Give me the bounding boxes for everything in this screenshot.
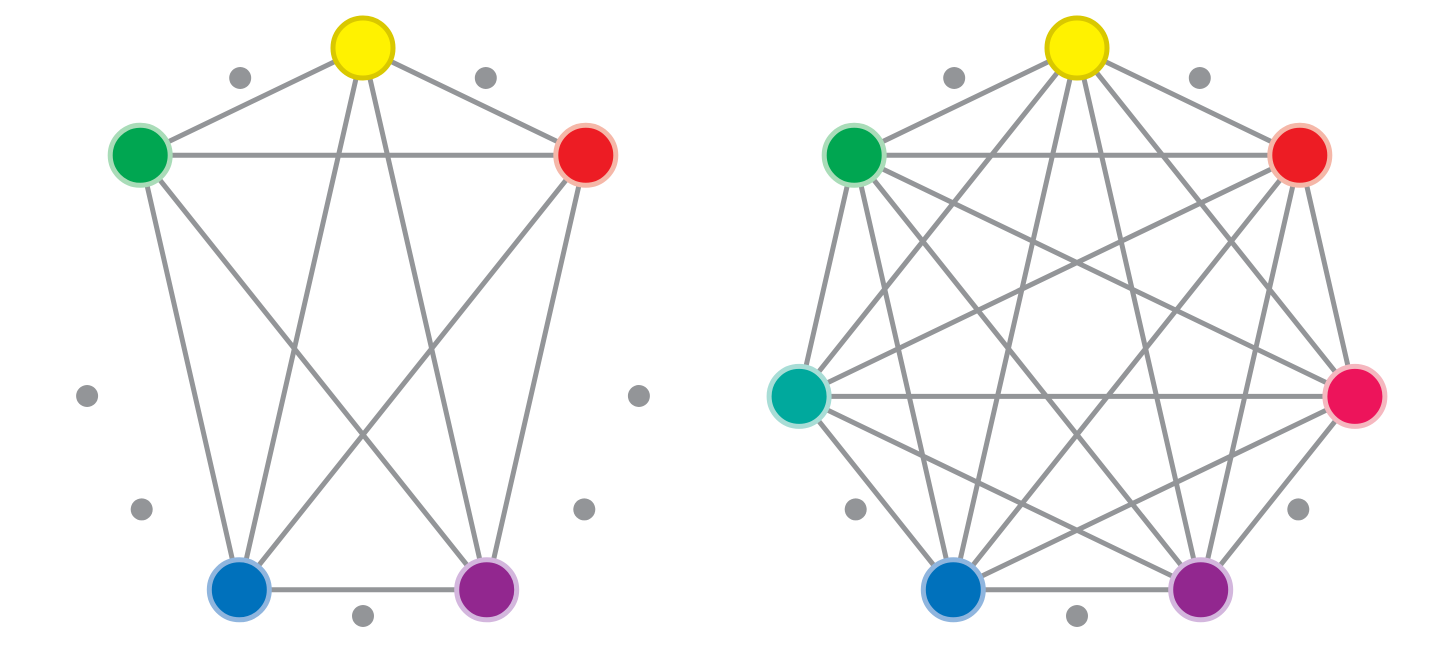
ring-dot	[474, 67, 497, 89]
ring-dot	[943, 67, 966, 89]
edge-purple-teal	[796, 393, 1204, 593]
edge-yellow-purple	[360, 45, 490, 593]
node-purple	[1168, 557, 1234, 623]
edge-crimson-purple	[1198, 393, 1358, 593]
node-red	[553, 122, 619, 188]
edge-yellow-red	[1074, 45, 1303, 158]
ring-dot	[1188, 67, 1211, 89]
edge-yellow-blue	[950, 45, 1080, 593]
edge-teal-green	[796, 152, 857, 399]
ring-dot	[130, 498, 153, 521]
node-red	[1267, 122, 1333, 188]
node-green	[107, 122, 173, 188]
edge-yellow-crimson	[1074, 45, 1358, 399]
node-blue	[206, 557, 272, 623]
node-teal	[766, 363, 832, 429]
ring-dot	[1287, 498, 1310, 521]
node-blue	[920, 557, 986, 623]
edge-red-teal	[796, 152, 1303, 399]
edge-red-purple	[1198, 152, 1303, 593]
edge-yellow-red	[360, 45, 589, 158]
complete-graph-k7	[766, 15, 1388, 627]
ring-dot	[352, 605, 374, 627]
edge-yellow-green	[851, 45, 1080, 158]
edge-purple-green	[137, 152, 490, 593]
edge-red-blue	[950, 152, 1303, 593]
ring-dot	[627, 385, 650, 407]
ring-dot	[1066, 605, 1088, 627]
node-yellow	[1044, 15, 1110, 81]
edge-crimson-green	[851, 152, 1358, 399]
edge-yellow-purple	[1074, 45, 1204, 593]
edge-yellow-teal	[796, 45, 1080, 399]
edge-blue-green	[851, 152, 956, 593]
ring-dot	[844, 498, 867, 521]
node-purple	[454, 557, 520, 623]
ring-dot	[229, 67, 252, 89]
edge-red-blue	[236, 152, 589, 593]
edge-blue-green	[137, 152, 242, 593]
edge-red-purple	[484, 152, 589, 593]
complete-graph-k5	[76, 15, 650, 627]
edge-red-crimson	[1297, 152, 1358, 399]
node-yellow	[330, 15, 396, 81]
ring-dot	[573, 498, 596, 521]
edge-yellow-green	[137, 45, 366, 158]
edge-yellow-blue	[236, 45, 366, 593]
edge-crimson-blue	[950, 393, 1358, 593]
ring-dot	[76, 385, 99, 407]
edge-purple-green	[851, 152, 1204, 593]
edge-blue-teal	[796, 393, 956, 593]
node-green	[821, 122, 887, 188]
node-crimson	[1322, 363, 1388, 429]
